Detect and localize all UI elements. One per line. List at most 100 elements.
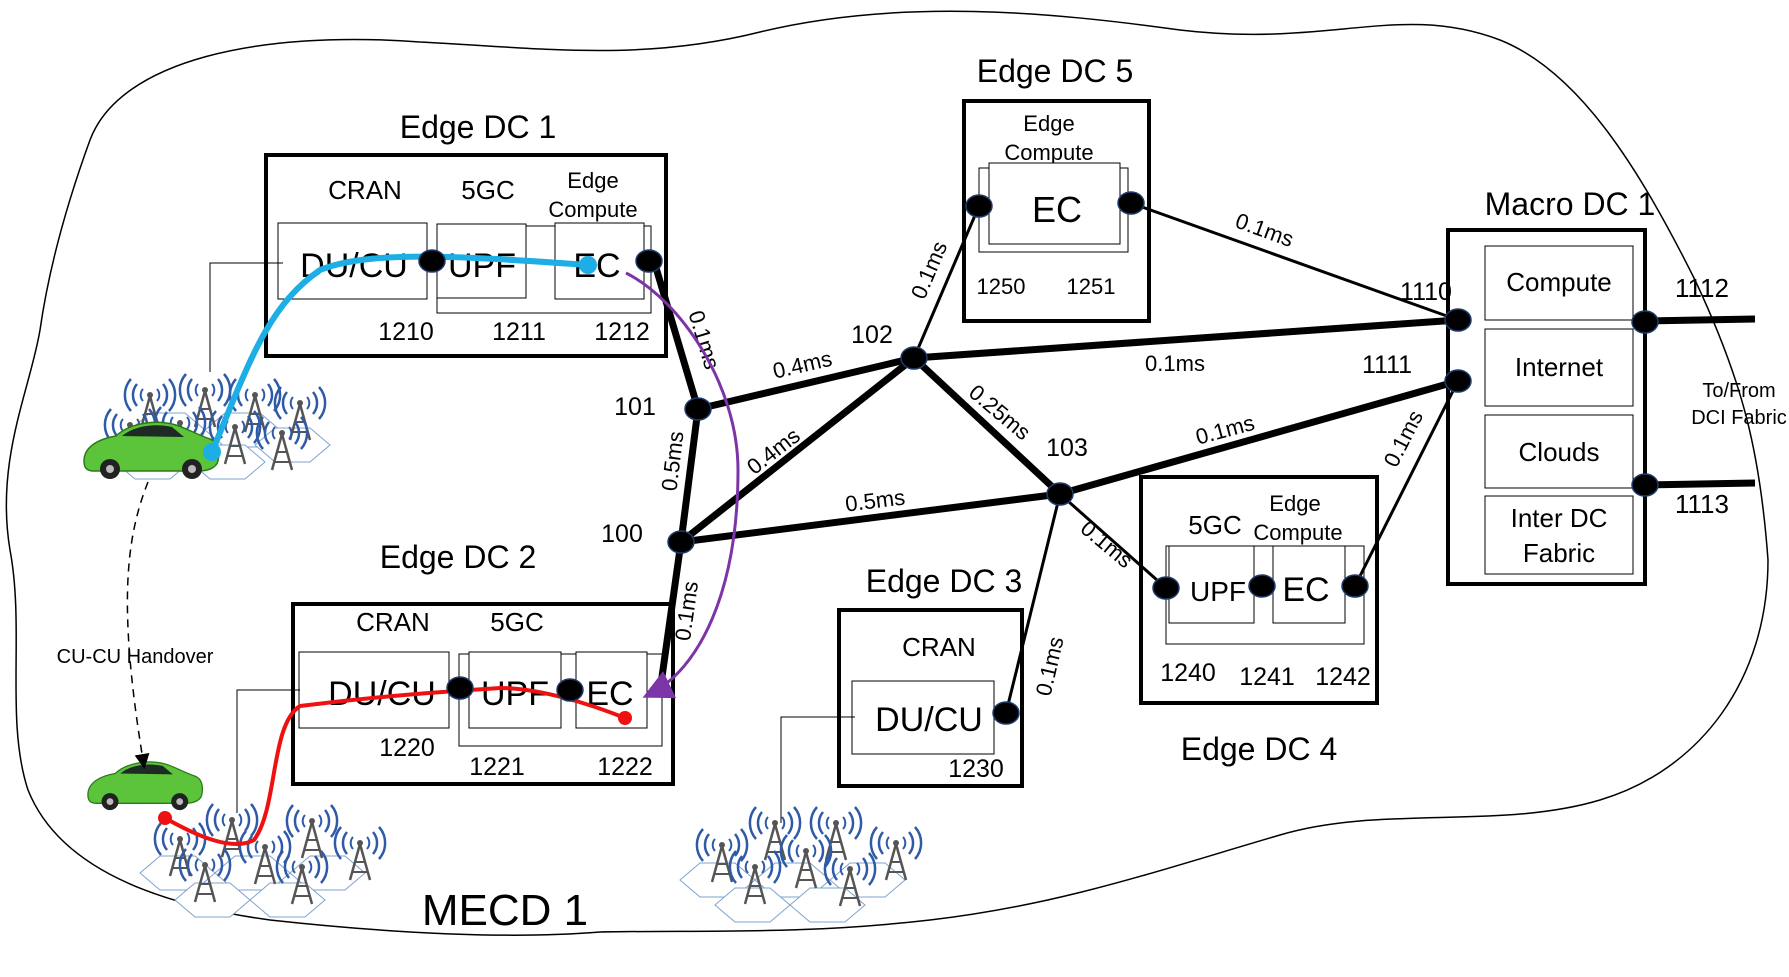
edge-dc3-cran-label: CRAN bbox=[902, 632, 976, 662]
latency-ec1-101: 0.1ms bbox=[683, 308, 724, 373]
handover-arrow bbox=[126, 481, 150, 769]
port-ducu2 bbox=[446, 676, 474, 700]
edge-dc1-upf-label: UPF bbox=[448, 247, 516, 285]
edge-dc5-id-1: 1250 bbox=[977, 274, 1026, 299]
link-103-ducu3 bbox=[1004, 493, 1062, 714]
fronthaul-line-3 bbox=[780, 716, 855, 823]
edge-dc4-id-3: 1242 bbox=[1315, 663, 1371, 691]
mecd-boundary bbox=[5, 10, 1769, 936]
path-red-end bbox=[158, 811, 172, 825]
dci-label-1: To/From bbox=[1702, 380, 1775, 402]
macro-dc1-box bbox=[1446, 228, 1647, 586]
edge-dc4-upf-box bbox=[1168, 545, 1255, 624]
dci-label-2: DCI Fabric bbox=[1691, 407, 1787, 429]
cell-cluster-3 bbox=[679, 805, 923, 923]
edge-dc1-compute-label-1: Edge bbox=[567, 168, 618, 193]
edge-dc4-compute-label-2: Compute bbox=[1253, 520, 1342, 545]
link-ec1-101 bbox=[650, 260, 702, 410]
clouds-label: Clouds bbox=[1519, 437, 1600, 467]
region-name: MECD 1 bbox=[422, 886, 588, 935]
internet-label: Internet bbox=[1515, 352, 1604, 382]
edge-dc5-id-2: 1251 bbox=[1067, 274, 1116, 299]
node-103 bbox=[1046, 482, 1074, 506]
port-1112 bbox=[1631, 310, 1659, 334]
port-upf4-right bbox=[1248, 574, 1276, 598]
edge-dc4-id-1: 1240 bbox=[1160, 659, 1216, 687]
edge-dc1-id-3: 1212 bbox=[594, 318, 650, 346]
edge-dc2-ducu-box bbox=[298, 651, 450, 729]
node-101-label: 101 bbox=[614, 393, 656, 421]
edge-dc2-id-1: 1220 bbox=[379, 734, 435, 762]
edge-dc5-title: Edge DC 5 bbox=[977, 53, 1134, 89]
port-1113-label: 1113 bbox=[1675, 489, 1729, 519]
interdc-label-2: Fabric bbox=[1523, 538, 1595, 568]
edge-dc1-id-1: 1210 bbox=[378, 318, 434, 346]
port-1112-label: 1112 bbox=[1675, 273, 1729, 303]
port-1111-label: 1111 bbox=[1362, 351, 1412, 379]
edge-dc3-title: Edge DC 3 bbox=[866, 563, 1023, 599]
port-ec5-left bbox=[965, 194, 993, 218]
link-103-1111 bbox=[1059, 377, 1459, 498]
port-ec1 bbox=[635, 249, 663, 273]
edge-dc3-ducu-label: DU/CU bbox=[875, 701, 983, 739]
interdc-box bbox=[1484, 495, 1634, 575]
link-102-ec5 bbox=[912, 205, 981, 359]
latency-103-upf4: 0.1ms bbox=[1076, 515, 1138, 573]
edge-dc2-title: Edge DC 2 bbox=[380, 539, 537, 575]
port-upf2 bbox=[556, 678, 584, 702]
clouds-box bbox=[1484, 414, 1634, 489]
port-upf4-left bbox=[1152, 576, 1180, 600]
interdc-label-1: Inter DC bbox=[1511, 503, 1608, 533]
edge-dc2-id-2: 1221 bbox=[469, 753, 525, 781]
node-100-label: 100 bbox=[601, 520, 643, 548]
link-103-upf4 bbox=[1059, 492, 1167, 590]
edge-dc1-compute-label-2: Compute bbox=[548, 197, 637, 222]
edge-dc5-ec-label: EC bbox=[1032, 189, 1082, 230]
edge-dc2-id-3: 1222 bbox=[597, 753, 653, 781]
latency-102-ec5: 0.1ms bbox=[906, 238, 952, 303]
edge-dc2-cran-label: CRAN bbox=[356, 607, 430, 637]
edge-dc4-5gc-label: 5GC bbox=[1188, 510, 1241, 540]
edge-dc2-5gc-label: 5GC bbox=[490, 607, 543, 637]
edge-dc1-id-2: 1211 bbox=[492, 318, 546, 346]
latency-102-1110: 0.1ms bbox=[1145, 351, 1205, 376]
edge-dc4-upf-label: UPF bbox=[1190, 576, 1246, 607]
edge-dc4-compute-label-1: Edge bbox=[1269, 491, 1320, 516]
link-ec4-1111 bbox=[1353, 380, 1460, 587]
edge-dc3-id-1: 1230 bbox=[948, 755, 1004, 783]
path-cyan-start bbox=[579, 256, 597, 274]
node-102 bbox=[900, 346, 928, 370]
link-100-101 bbox=[677, 408, 702, 543]
dci-link-1113 bbox=[1642, 479, 1756, 489]
port-1110 bbox=[1444, 308, 1472, 332]
edge-dc5-compute-label-2: Compute bbox=[1004, 140, 1093, 165]
node-101 bbox=[684, 397, 712, 421]
edge-dc5-ec-box bbox=[988, 162, 1121, 245]
edge-dc2-ec-box bbox=[575, 651, 648, 729]
edge-dc4-box bbox=[1139, 475, 1379, 705]
latency-ec5-1110: 0.1ms bbox=[1232, 208, 1297, 252]
latency-ec4-1111: 0.1ms bbox=[1379, 406, 1428, 471]
edge-dc4-title: Edge DC 4 bbox=[1181, 731, 1338, 767]
edge-dc1-ducu-label: DU/CU bbox=[300, 247, 408, 285]
edge-dc1-cran-label: CRAN bbox=[328, 175, 402, 205]
port-1111 bbox=[1444, 369, 1472, 393]
path-purple bbox=[625, 271, 740, 699]
handover-label: CU-CU Handover bbox=[57, 646, 214, 668]
link-102-1110 bbox=[913, 316, 1459, 362]
edge-dc4-ec-box bbox=[1272, 545, 1346, 624]
car-2 bbox=[87, 761, 204, 811]
dci-link-1112 bbox=[1642, 315, 1756, 325]
path-red bbox=[164, 685, 626, 846]
edge-dc2-upf-label: UPF bbox=[481, 675, 549, 713]
path-cyan bbox=[209, 253, 589, 454]
latency-100-101: 0.5ms bbox=[656, 430, 688, 493]
latency-103-ducu3: 0.1ms bbox=[1031, 634, 1069, 698]
port-ec4 bbox=[1341, 574, 1369, 598]
link-100-103 bbox=[680, 490, 1061, 546]
macro-dc1-title: Macro DC 1 bbox=[1485, 186, 1656, 222]
link-100-ec2 bbox=[656, 541, 685, 692]
edge-dc3-ducu-box bbox=[851, 680, 995, 755]
node-102-label: 102 bbox=[851, 321, 893, 349]
